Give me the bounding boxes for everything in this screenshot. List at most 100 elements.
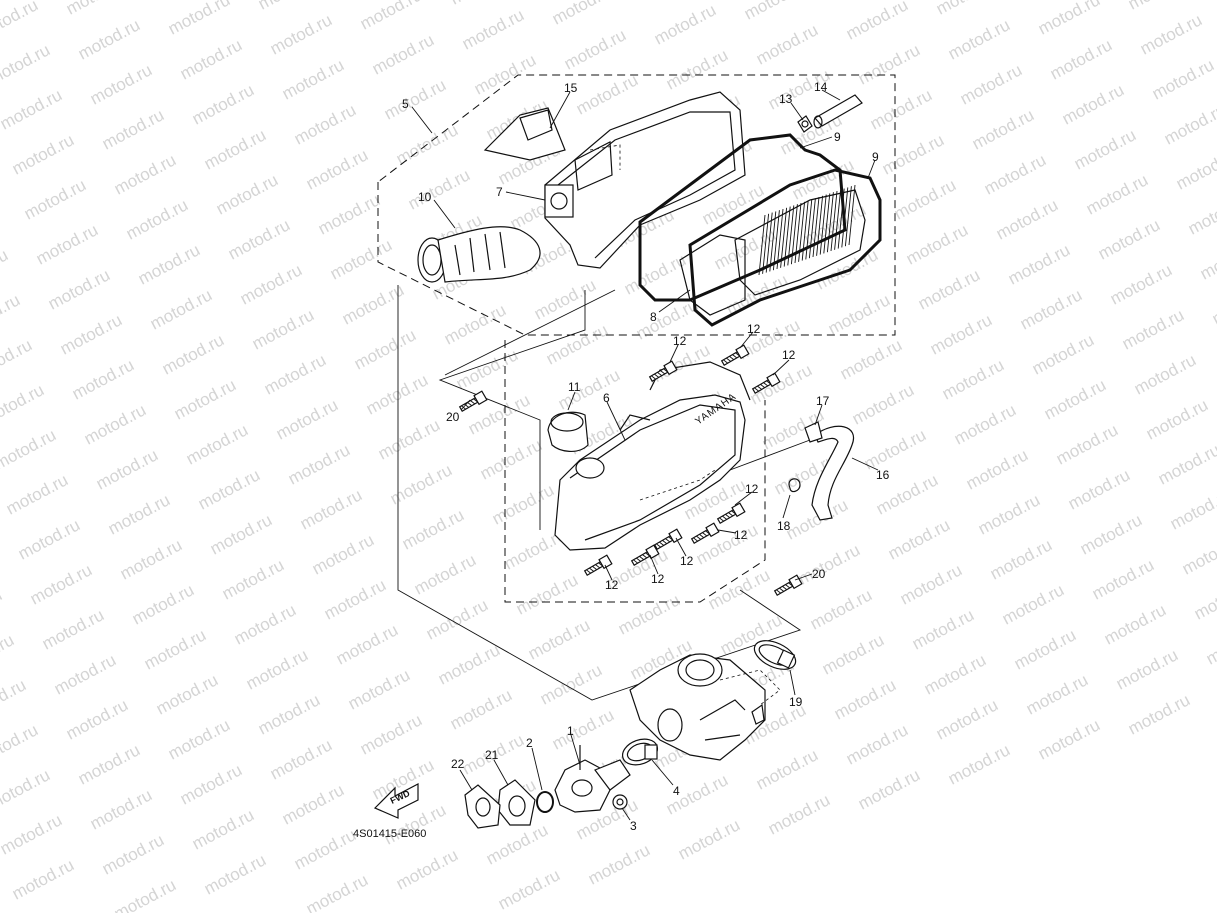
watermark-text: motod.ru — [201, 850, 269, 898]
watermark-text: motod.ru — [393, 845, 461, 893]
watermark-text: motod.ru — [939, 355, 1007, 403]
watermark-text: motod.ru — [381, 75, 449, 123]
watermark-text: motod.ru — [819, 630, 887, 678]
watermark-text: motod.ru — [879, 130, 947, 178]
watermark-text: motod.ru — [399, 505, 467, 553]
watermark-text: motod.ru — [297, 485, 365, 533]
filter-pleat — [841, 187, 849, 248]
watermark-text: motod.ru — [1125, 690, 1193, 738]
watermark-text: motod.ru — [885, 515, 953, 563]
watermark-text: motod.ru — [285, 440, 353, 488]
watermark-text: motod.ru — [987, 535, 1055, 583]
watermark-text: motod.ru — [855, 765, 923, 813]
filter-pleats — [758, 184, 856, 276]
watermark-text: motod.ru — [1065, 465, 1133, 513]
watermark-text: motod.ru — [843, 0, 911, 44]
callout-13: 13 — [779, 92, 793, 106]
callout-1: 1 — [567, 724, 574, 738]
watermark-text: motod.ru — [441, 300, 509, 348]
clamp-4 — [621, 738, 659, 766]
watermark-text: motod.ru — [741, 0, 809, 24]
watermark-text: motod.ru — [561, 25, 629, 73]
watermark-text: motod.ru — [219, 555, 287, 603]
bolt-icon — [720, 344, 750, 366]
watermark-text: motod.ru — [825, 290, 893, 338]
watermark-text: motod.ru — [279, 780, 347, 828]
filter-pleat — [834, 189, 842, 250]
watermark-text: motod.ru — [93, 445, 161, 493]
filter-pleat — [837, 188, 845, 249]
filter-pleat — [776, 208, 784, 270]
watermark-text: motod.ru — [549, 0, 617, 29]
watermark-text: motod.ru — [993, 195, 1061, 243]
watermark-text: motod.ru — [903, 220, 971, 268]
watermark-text: motod.ru — [249, 305, 317, 353]
gasket-22 — [464, 784, 501, 829]
watermark-text: motod.ru — [951, 400, 1019, 448]
watermark-text: motod.ru — [87, 60, 155, 108]
bolt-icon — [630, 544, 660, 566]
watermark-text: motod.ru — [573, 70, 641, 118]
watermark-text: motod.ru — [927, 310, 995, 358]
watermark-text: motod.ru — [531, 275, 599, 323]
filter-pleat — [801, 200, 809, 261]
gasket-9-upper — [638, 133, 847, 302]
watermark-text: motod.ru — [1035, 715, 1103, 763]
filter-pleat — [826, 192, 834, 253]
watermark-text: motod.ru — [111, 150, 179, 198]
bolt-icon — [716, 502, 746, 524]
watermark-text: motod.ru — [0, 0, 41, 44]
watermark-text: motod.ru — [969, 105, 1037, 153]
watermark-text: motod.ru — [453, 345, 521, 393]
filter-pleat — [765, 212, 773, 273]
watermark-text: motod.ru — [849, 380, 917, 428]
watermark-text: motod.ru — [543, 320, 611, 368]
callout-12-a: 12 — [673, 334, 687, 348]
watermark-text: motod.ru — [891, 175, 959, 223]
watermark-text: motod.ru — [99, 105, 167, 153]
watermark-text: motod.ru — [183, 420, 251, 468]
callout-22: 22 — [451, 757, 465, 771]
watermark-text: motod.ru — [237, 260, 305, 308]
watermark-text: motod.ru — [0, 380, 47, 428]
filter-pleat — [790, 204, 798, 265]
filter-pleat — [830, 190, 838, 252]
watermark-text: motod.ru — [57, 310, 125, 358]
watermark-text: motod.ru — [1107, 260, 1175, 308]
watermark-text: motod.ru — [0, 290, 23, 338]
callout-12-e: 12 — [734, 528, 748, 542]
filter-pleat — [819, 194, 827, 255]
watermark-text: motod.ru — [123, 195, 191, 243]
watermark-text: motod.ru — [1113, 645, 1181, 693]
watermark-text: motod.ru — [945, 15, 1013, 63]
watermark-text: motod.ru — [87, 785, 155, 833]
watermark-text: motod.ru — [0, 335, 35, 383]
watermark-text: motod.ru — [513, 570, 581, 618]
watermark-text: motod.ru — [1197, 235, 1217, 283]
air-filter-case-upper — [544, 91, 746, 269]
watermark-text: motod.ru — [0, 585, 5, 633]
watermark-text: motod.ru — [15, 515, 83, 563]
watermark-text: motod.ru — [843, 720, 911, 768]
hose-14 — [813, 94, 863, 129]
watermark-text: motod.ru — [1191, 575, 1217, 623]
watermark-text: motod.ru — [135, 240, 203, 288]
watermark-text: motod.ru — [33, 220, 101, 268]
filter-pleat — [823, 193, 831, 254]
watermark-text: motod.ru — [27, 560, 95, 608]
watermark-text: motod.ru — [3, 470, 71, 518]
callout-12-c: 12 — [782, 348, 796, 362]
filter-pleat — [780, 207, 788, 268]
clamp-13 — [797, 115, 813, 133]
watermark-text: motod.ru — [63, 695, 131, 743]
callout-7: 7 — [496, 185, 503, 199]
watermark-text: motod.ru — [1071, 125, 1139, 173]
watermark-text: motod.ru — [867, 85, 935, 133]
watermark-text: motod.ru — [1137, 10, 1205, 58]
watermark-text: motod.ru — [99, 830, 167, 878]
callout-18: 18 — [777, 519, 791, 533]
callout-17: 17 — [816, 394, 830, 408]
watermark-text: motod.ru — [1119, 305, 1187, 353]
bolt-icon — [773, 574, 803, 596]
